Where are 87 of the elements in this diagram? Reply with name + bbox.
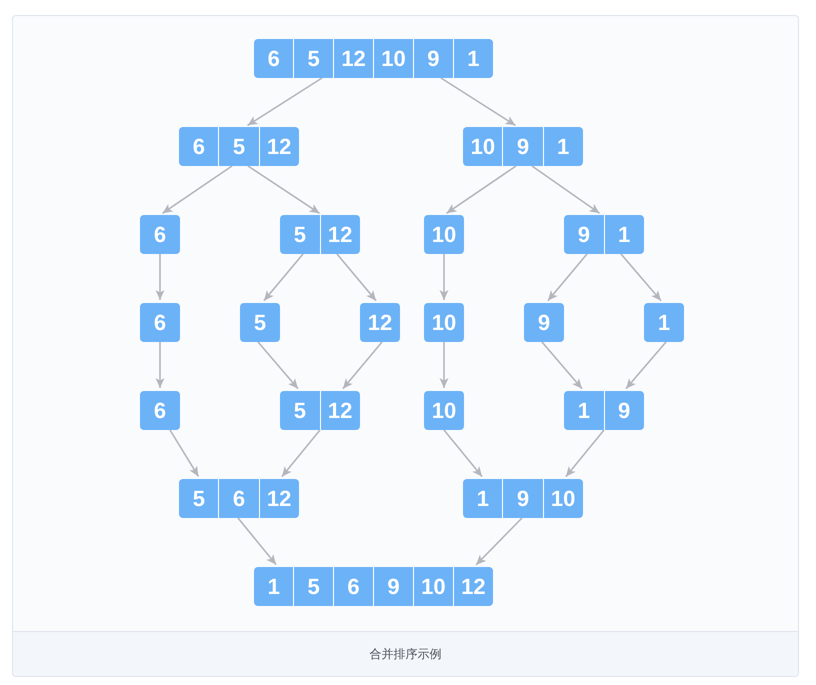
array-box	[140, 391, 180, 430]
arrow	[342, 341, 383, 390]
arrow	[237, 518, 277, 566]
array-box	[564, 215, 644, 254]
array-value: 1	[476, 485, 490, 513]
arrow	[446, 165, 516, 214]
array-box	[280, 215, 360, 254]
array-box	[280, 391, 360, 430]
array-value: 9	[412, 39, 453, 78]
array-value: 9	[604, 391, 644, 430]
array-value: 10	[542, 479, 583, 518]
array-box	[524, 303, 564, 342]
arrow	[156, 342, 164, 388]
array-value: 6	[152, 309, 168, 337]
arrow	[162, 165, 232, 214]
array-value: 12	[320, 391, 360, 430]
array-box	[179, 127, 299, 166]
array-value: 5	[218, 127, 259, 166]
arrow	[248, 165, 320, 214]
caption: 合并排序示例	[370, 646, 442, 662]
arrow	[247, 77, 322, 126]
arrow	[547, 253, 588, 302]
arrow	[257, 341, 299, 390]
arrow	[440, 254, 448, 300]
array-value: 12	[258, 127, 299, 166]
array-value: 9	[502, 479, 543, 518]
array-value: 6	[192, 133, 206, 161]
arrow	[541, 341, 583, 390]
array-value: 10	[373, 39, 413, 78]
array-value: 12	[258, 479, 299, 518]
arrow	[263, 253, 304, 302]
array-box	[360, 303, 400, 342]
array-box	[424, 391, 464, 430]
arrow	[565, 430, 605, 478]
array-value: 1	[656, 309, 672, 337]
arrow	[620, 253, 662, 302]
array-value: 6	[152, 221, 168, 249]
array-value: 1	[266, 573, 281, 601]
array-value: 9	[373, 567, 413, 606]
array-box	[140, 215, 180, 254]
array-value: 6	[333, 567, 374, 606]
arrow	[156, 254, 164, 300]
array-value: 1	[452, 39, 493, 78]
array-value: 5	[293, 567, 334, 606]
array-value: 10	[430, 221, 458, 249]
array-value: 5	[192, 485, 206, 513]
arrow	[336, 253, 377, 302]
arrow	[532, 165, 600, 214]
array-value: 6	[218, 479, 259, 518]
array-value: 12	[366, 309, 394, 337]
array-value: 5	[292, 221, 307, 249]
array-box	[140, 303, 180, 342]
array-value: 10	[430, 309, 458, 337]
array-value: 5	[293, 39, 334, 78]
array-value: 12	[333, 39, 374, 78]
arrow	[443, 430, 483, 478]
array-value: 1	[604, 215, 644, 254]
arrow	[440, 342, 448, 388]
array-box	[240, 303, 280, 342]
array-box	[179, 479, 299, 518]
arrow	[476, 517, 523, 566]
array-value: 9	[576, 221, 591, 249]
arrow	[440, 77, 516, 126]
array-value: 5	[292, 397, 307, 425]
array-box	[463, 479, 583, 518]
array-box	[254, 39, 493, 78]
array-value: 1	[576, 397, 591, 425]
array-box	[254, 567, 493, 606]
array-value: 9	[536, 309, 552, 337]
array-box	[424, 215, 464, 254]
array-value: 6	[266, 45, 281, 73]
array-value: 10	[470, 133, 496, 161]
arrow	[169, 430, 200, 477]
array-value: 10	[412, 567, 453, 606]
array-value: 6	[152, 397, 168, 425]
array-value: 12	[452, 567, 493, 606]
array-value: 10	[430, 397, 458, 425]
array-value: 12	[320, 215, 360, 254]
array-box	[424, 303, 464, 342]
arrow	[625, 341, 667, 390]
array-value: 9	[502, 127, 543, 166]
array-box	[644, 303, 684, 342]
array-value: 5	[252, 309, 268, 337]
array-box	[564, 391, 644, 430]
arrow	[281, 430, 321, 478]
array-value: 1	[542, 127, 583, 166]
array-box	[463, 127, 583, 166]
